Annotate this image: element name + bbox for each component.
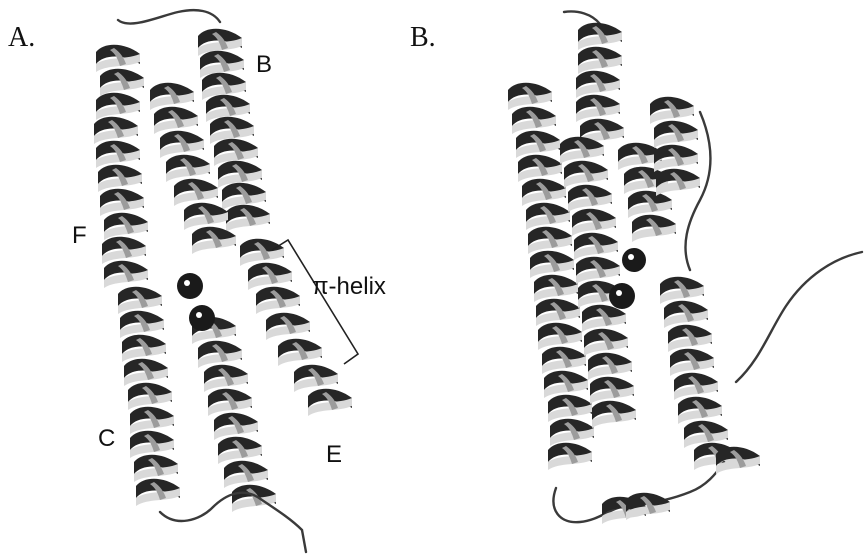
panel-b-helix-right	[650, 97, 738, 470]
panel-a: A.	[8, 10, 386, 552]
panel-a-iron-sphere-1-highlight	[184, 280, 190, 286]
panel-a-helix-lower	[192, 317, 276, 512]
panel-a-helix-f	[94, 45, 148, 288]
pi-helix-label: π-helix	[312, 273, 386, 300]
panel-a-iron-sphere-1	[177, 273, 203, 299]
panel-b-iron-sphere-1	[622, 248, 646, 272]
helix-label-c: C	[98, 425, 115, 452]
helix-label-b: B	[256, 51, 272, 78]
panel-b-iron-sphere-1-highlight	[628, 254, 634, 260]
panel-b: B.	[410, 12, 862, 525]
panel-a-letter: A.	[8, 22, 35, 53]
panel-b-helix-bottom	[602, 447, 760, 524]
panel-b-helix-central	[618, 143, 676, 242]
panel-a-pi-helix	[240, 239, 352, 416]
panel-b-top-loop	[564, 12, 600, 25]
panel-a-iron-sphere-2-highlight	[196, 312, 202, 318]
panel-b-iron-sphere-2-highlight	[616, 290, 622, 296]
panel-a-top-loop	[118, 10, 220, 23]
panel-b-c-terminus	[736, 252, 862, 382]
panel-b-iron-sphere-2	[609, 283, 635, 309]
panel-b-letter: B.	[410, 22, 436, 53]
panel-a-iron-sphere-2	[189, 305, 215, 331]
helix-label-e: E	[326, 441, 342, 468]
panel-b-helix-top	[576, 23, 624, 146]
helix-label-f: F	[72, 222, 87, 249]
panel-a-helix-c	[118, 287, 180, 506]
